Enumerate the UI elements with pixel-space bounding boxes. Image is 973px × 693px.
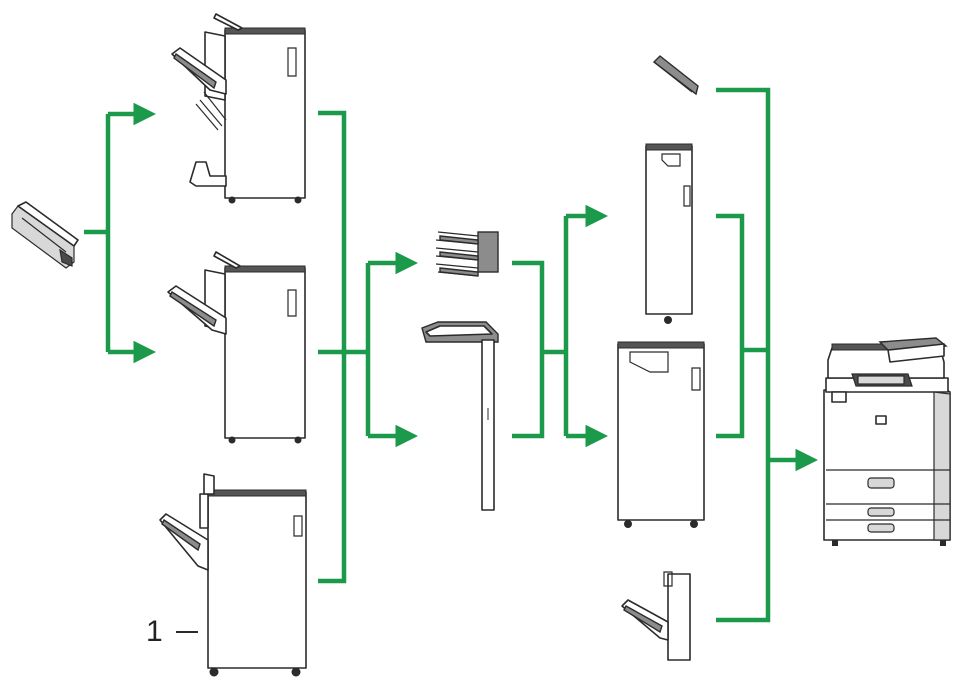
finisher-unit-bottom <box>159 473 307 677</box>
side-tray-unit <box>621 571 691 661</box>
output-tray-top <box>652 55 699 96</box>
main-copier <box>823 337 951 546</box>
callout-number: 1 <box>146 615 163 648</box>
connector-lines <box>84 87 818 623</box>
connector-third-bracket <box>716 213 768 439</box>
small-transport-unit <box>11 201 79 269</box>
large-capacity-tray <box>617 341 705 528</box>
connector-left-bracket <box>84 114 111 352</box>
finisher-unit-middle <box>167 251 306 444</box>
connector-second-bracket <box>512 260 566 439</box>
connector-main-bracket <box>716 87 771 623</box>
connector-finisher-bracket <box>318 110 368 584</box>
mailbox-unit <box>435 231 499 277</box>
bridge-unit <box>421 321 499 511</box>
paper-tower-unit <box>645 143 693 324</box>
finisher-unit-top <box>171 13 306 204</box>
